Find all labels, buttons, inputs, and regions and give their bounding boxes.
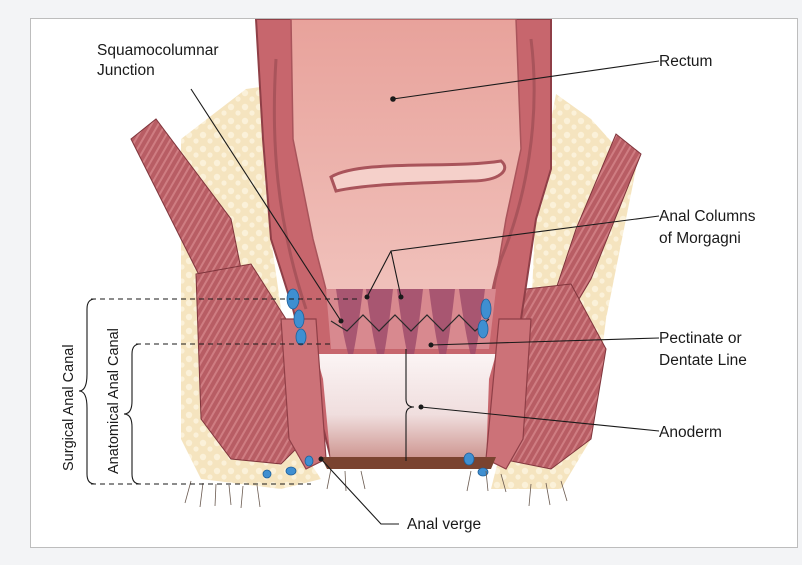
label-squamocolumnar: Squamocolumnar: [97, 42, 218, 59]
anoderm-dot: [419, 405, 424, 410]
diagram-frame: Squamocolumnar Junction Rectum Anal Colu…: [30, 18, 798, 548]
rectum-dot: [390, 96, 396, 102]
label-anal-verge: Anal verge: [407, 516, 481, 533]
label-anatomical-anal-canal: Anatomical Anal Canal: [106, 328, 122, 474]
label-anal-columns: Anal Columns: [659, 208, 756, 225]
columns-dot-2: [399, 295, 404, 300]
pectinate-dot: [429, 343, 434, 348]
squamo-dot: [339, 319, 344, 324]
label-dentate-line: Dentate Line: [659, 352, 747, 369]
columns-dot-1: [365, 295, 370, 300]
label-junction: Junction: [97, 62, 155, 79]
verge-dot: [319, 457, 324, 462]
anal-canal-diagram: Squamocolumnar Junction Rectum Anal Colu…: [31, 19, 799, 549]
label-surgical-anal-canal: Surgical Anal Canal: [61, 344, 77, 471]
surgical-brace: [79, 299, 95, 484]
label-pectinate: Pectinate or: [659, 330, 742, 347]
label-of-morgagni: of Morgagni: [659, 230, 741, 247]
label-rectum: Rectum: [659, 53, 712, 70]
label-anoderm: Anoderm: [659, 424, 722, 441]
anatomical-brace: [124, 344, 140, 484]
